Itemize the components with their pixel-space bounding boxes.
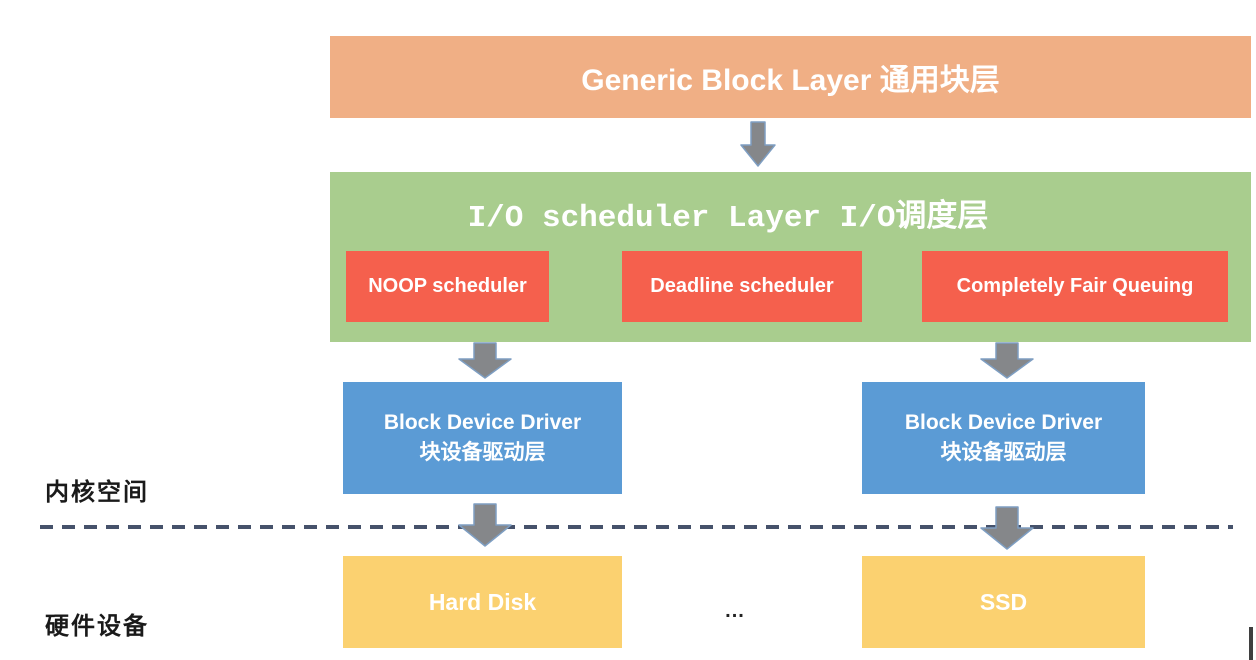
hardware-devices-label: 硬件设备	[45, 614, 149, 640]
down-arrow-icon	[980, 506, 1034, 550]
down-arrow-icon	[980, 342, 1034, 379]
kernel-hardware-boundary-line	[40, 525, 1233, 529]
block-device-driver-label-zh: 块设备驱动层	[419, 441, 546, 464]
noop-scheduler-label: NOOP scheduler	[368, 275, 527, 297]
block-device-driver-box-right: Block Device Driver 块设备驱动层	[862, 382, 1145, 494]
down-arrow-icon	[458, 342, 512, 379]
block-device-driver-label-en: Block Device Driver	[383, 410, 582, 434]
block-device-driver-label-en: Block Device Driver	[904, 410, 1103, 434]
hard-disk-box: Hard Disk	[343, 556, 622, 648]
devices-ellipsis: ...	[725, 600, 745, 622]
hard-disk-label: Hard Disk	[428, 588, 537, 615]
io-scheduler-layer-label: I/O scheduler Layer I/O调度层	[467, 201, 989, 236]
text-cursor-artifact	[1249, 627, 1253, 660]
ssd-box: SSD	[862, 556, 1145, 648]
noop-scheduler-box: NOOP scheduler	[346, 251, 549, 322]
generic-block-layer-label: Generic Block Layer 通用块层	[581, 64, 1000, 97]
block-device-driver-label-zh: 块设备驱动层	[940, 441, 1067, 464]
generic-block-layer-box: Generic Block Layer 通用块层	[330, 36, 1251, 118]
deadline-scheduler-label: Deadline scheduler	[650, 275, 834, 297]
deadline-scheduler-box: Deadline scheduler	[622, 251, 862, 322]
block-device-driver-box-left: Block Device Driver 块设备驱动层	[343, 382, 622, 494]
ssd-label: SSD	[979, 588, 1028, 615]
io-scheduler-layer-box: I/O scheduler Layer I/O调度层 NOOP schedule…	[330, 172, 1251, 342]
down-arrow-icon	[458, 503, 512, 547]
down-arrow-icon	[740, 121, 776, 167]
cfq-scheduler-box: Completely Fair Queuing	[922, 251, 1228, 322]
kernel-space-label: 内核空间	[45, 480, 149, 506]
cfq-scheduler-label: Completely Fair Queuing	[956, 275, 1194, 297]
